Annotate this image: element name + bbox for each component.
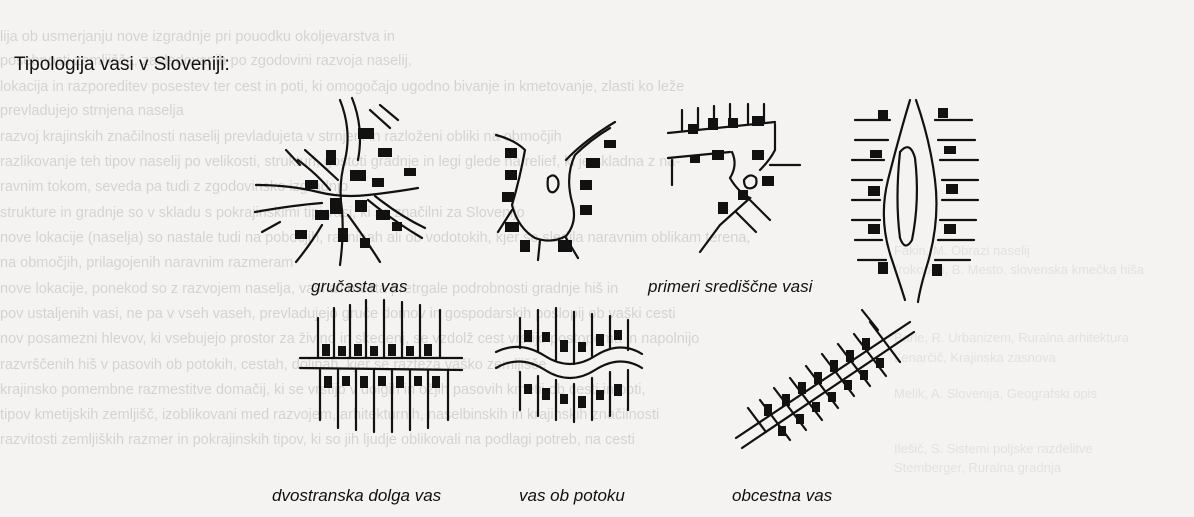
roadside-village-drawing [736, 310, 914, 448]
caption-clustered-village: gručasta vas [311, 277, 407, 297]
central-village-elongated-drawing [852, 100, 978, 302]
caption-roadside-village: obcestna vas [732, 486, 832, 506]
village-by-stream-drawing [496, 308, 642, 422]
central-village-round-drawing [496, 122, 616, 260]
caption-two-sided-long-village: dvostranska dolga vas [272, 486, 441, 506]
caption-central-villages: primeri središčne vasi [648, 277, 812, 297]
caption-village-by-stream: vas ob potoku [519, 486, 625, 506]
central-village-square-drawing [668, 104, 800, 252]
two-sided-long-village-drawing [300, 300, 462, 432]
clustered-village-drawing [255, 98, 425, 265]
